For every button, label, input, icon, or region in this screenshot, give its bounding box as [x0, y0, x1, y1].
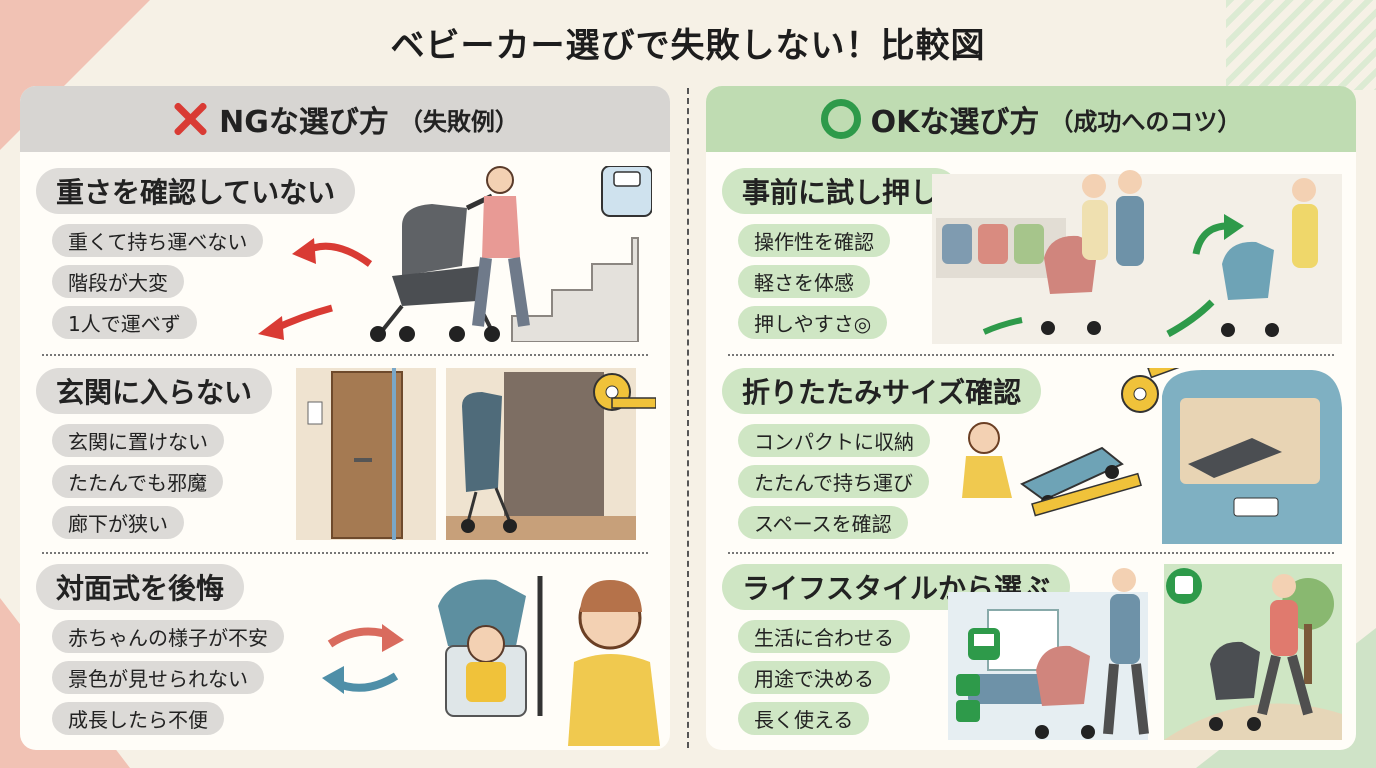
section-title: 対面式を後悔: [36, 564, 245, 610]
stroller-icon: [438, 576, 543, 717]
section-divider: [728, 354, 1334, 356]
ng-panel-header: NGな選び方 （失敗例）: [20, 86, 670, 152]
section-divider: [42, 552, 648, 554]
list-item: 玄関に置けない: [52, 424, 224, 457]
page-title: ベビーカー選びで失敗しない！比較図: [390, 26, 986, 66]
tape-measure-icon: [1121, 368, 1198, 413]
ok-panel-header: OKな選び方 （成功へのコツ）: [706, 86, 1356, 152]
ok-panel: OKな選び方 （成功へのコツ） 事前に試し押し 操作性を確認 軽さを体感 押しや…: [706, 86, 1356, 750]
section-title: 玄関に入らない: [36, 368, 273, 414]
couple-icon: [1082, 170, 1144, 266]
list-item: 重くて持ち運べない: [52, 224, 264, 257]
ok-header-label: OKな選び方: [870, 105, 1040, 140]
shopper-icon: [1292, 178, 1318, 268]
list-item: 押しやすさ◎: [738, 306, 888, 339]
worried-mother-icon: [568, 580, 660, 746]
list-item: 用途で決める: [738, 661, 890, 694]
pill-list: 重くて持ち運べない 階段が大変 1人で運べず: [52, 224, 264, 339]
decor-corner-top-right: [1226, 0, 1376, 90]
pill-list: 玄関に置けない たたんでも邪魔 廊下が狭い: [52, 424, 224, 539]
lifestyle-illustration: [948, 564, 1342, 740]
ng-header-sub: （失敗例）: [398, 107, 519, 136]
store-shelf-icon: [936, 218, 1066, 278]
section-title: 重さを確認していない: [36, 168, 356, 214]
pill-list: 操作性を確認 軽さを体感 押しやすさ◎: [738, 224, 890, 339]
scale-icon: [601, 166, 652, 217]
door-icon: [296, 368, 436, 540]
x-mark-icon: [171, 100, 209, 138]
circle-mark-icon: [820, 99, 861, 139]
ruler-icon: [1031, 472, 1142, 517]
list-item: 長く使える: [738, 702, 870, 735]
stroller-icon: [1041, 235, 1279, 337]
pill-list: コンパクトに収納 たたんで持ち運び スペースを確認: [738, 424, 930, 539]
pill-list: 生活に合わせる 用途で決める 長く使える: [738, 620, 910, 735]
car-trunk-icon: [1162, 370, 1342, 544]
train-icon: [968, 628, 1000, 660]
fold-size-illustration: [962, 368, 1342, 544]
stroller-icon: [461, 392, 517, 533]
swap-arrows-icon: [322, 624, 404, 694]
bus-icon: [1166, 568, 1202, 604]
ok-section-lifestyle: ライフスタイルから選ぶ 生活に合わせる 用途で決める 長く使える: [706, 552, 1356, 740]
list-item: 1人で運べず: [52, 306, 197, 339]
list-item: たたんでも邪魔: [52, 465, 223, 498]
ng-section-weight: 重さを確認していない 重くて持ち運べない 階段が大変 1人で運べず: [20, 156, 670, 342]
person-icon: [472, 166, 530, 327]
list-item: 生活に合わせる: [738, 620, 910, 653]
stroller-icon: [1035, 645, 1095, 739]
list-item: 操作性を確認: [738, 224, 890, 257]
list-item: 成長したら不便: [52, 702, 224, 735]
ok-section-test-push: 事前に試し押し 操作性を確認 軽さを体感 押しやすさ◎: [706, 156, 1356, 344]
ng-section-entrance: 玄関に入らない 玄関に置けない たたんでも邪魔 廊下が狭い: [20, 356, 670, 542]
list-item: 軽さを体感: [738, 265, 870, 298]
stairs-icon: [511, 237, 639, 342]
ng-header-label: NGな選び方: [219, 105, 389, 140]
tape-measure-icon: [593, 373, 656, 411]
section-divider: [728, 552, 1334, 554]
jogging-mother-icon: [1257, 574, 1313, 716]
store-test-push-illustration: [932, 170, 1342, 344]
restroom-icon: [956, 674, 980, 722]
father-icon: [1103, 568, 1149, 735]
ok-header-sub: （成功へのコツ）: [1049, 107, 1242, 136]
section-divider: [42, 354, 648, 356]
section-title: 折りたたみサイズ確認: [722, 368, 1042, 414]
facing-stroller-illustration: [322, 576, 660, 746]
list-item: 廊下が狭い: [52, 506, 184, 539]
list-item: 赤ちゃんの様子が不安: [52, 620, 284, 653]
ok-section-fold-size: 折りたたみサイズ確認 コンパクトに収納 たたんで持ち運び スペースを確認: [706, 356, 1356, 544]
list-item: コンパクトに収納: [738, 424, 930, 457]
ng-section-facing: 対面式を後悔 赤ちゃんの様子が不安 景色が見せられない 成長したら不便: [20, 552, 670, 746]
ng-panel: NGな選び方 （失敗例） 重さを確認していない 重くて持ち運べない 階段が大変 …: [20, 86, 670, 750]
list-item: たたんで持ち運び: [738, 465, 929, 498]
list-item: 景色が見せられない: [52, 661, 264, 694]
heavy-stroller-illustration: [258, 166, 652, 342]
curved-arrow-icon: [258, 238, 373, 340]
stroller-icon: [370, 193, 500, 342]
crouching-person-icon: [962, 422, 1012, 498]
center-divider: [687, 88, 689, 748]
section-title: 事前に試し押し: [722, 168, 959, 214]
stroller-icon: [1209, 641, 1261, 731]
pill-list: 赤ちゃんの様子が不安 景色が見せられない 成長したら不便: [52, 620, 284, 735]
entrance-illustration: [296, 368, 656, 540]
list-item: スペースを確認: [738, 506, 908, 539]
green-arrow-icon: [982, 214, 1244, 338]
list-item: 階段が大変: [52, 265, 184, 298]
